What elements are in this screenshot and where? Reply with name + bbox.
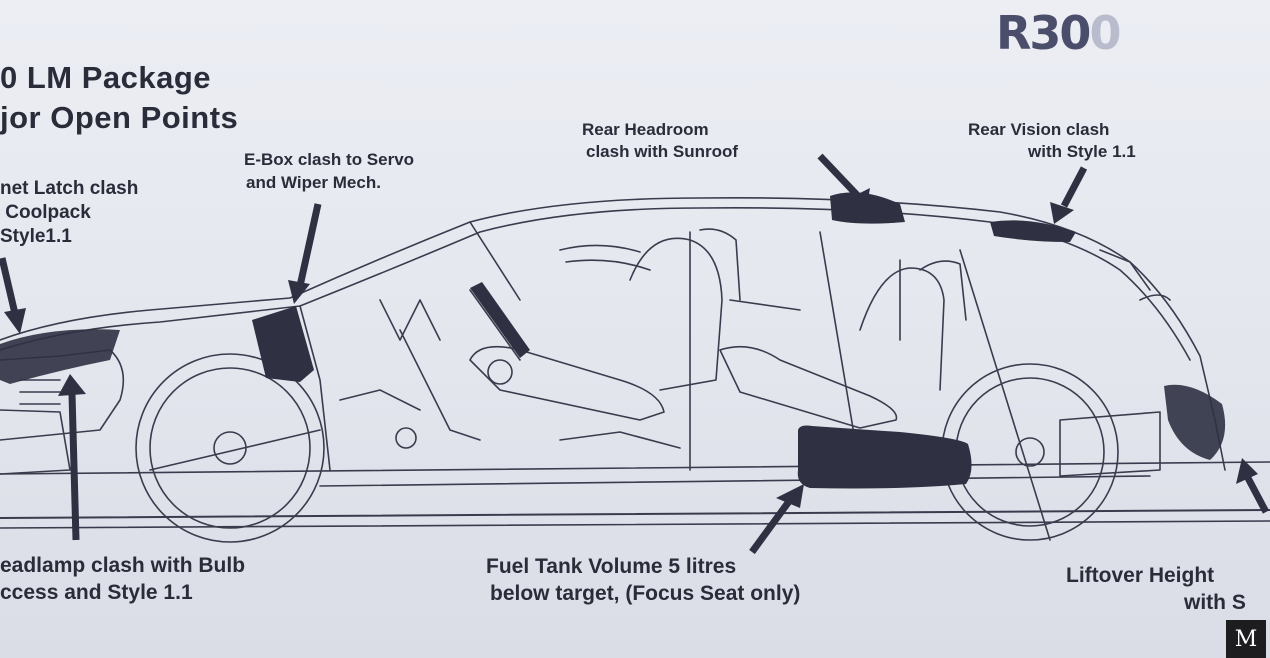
callout-bonnet-latch-line-3: Style1.1 <box>0 226 72 247</box>
callout-bonnet-latch-line-1: net Latch clash <box>0 178 139 199</box>
callout-liftover-line-1: Liftover Height <box>1066 564 1215 587</box>
title-line-2: jor Open Points <box>0 100 239 135</box>
callout-ebox-line-1: E-Box clash to Servo <box>244 150 415 169</box>
callout-ebox-line-2: and Wiper Mech. <box>246 173 381 192</box>
callout-bonnet-latch-line-2: Coolpack <box>0 202 91 223</box>
callout-fuel-tank-line-1: Fuel Tank Volume 5 litres <box>486 555 737 578</box>
document-stamp: R300 <box>996 6 1121 60</box>
callout-liftover-line-2: with S <box>1184 591 1246 614</box>
callout-rear-vision-line-1: Rear Vision clash <box>968 120 1110 139</box>
callout-rear-headroom-line-1: Rear Headroom <box>582 120 709 139</box>
callout-rear-vision-line-2: with Style 1.1 <box>1028 142 1136 161</box>
callout-fuel-tank-line-2: below target, (Focus Seat only) <box>490 582 801 605</box>
callout-headlamp-line-1: eadlamp clash with Bulb <box>0 554 246 577</box>
title-line-1: 0 LM Package <box>0 60 212 95</box>
channel-badge: M <box>1226 620 1266 658</box>
callout-rear-headroom-line-2: clash with Sunroof <box>586 142 739 161</box>
callout-headlamp-line-2: ccess and Style 1.1 <box>0 581 193 604</box>
